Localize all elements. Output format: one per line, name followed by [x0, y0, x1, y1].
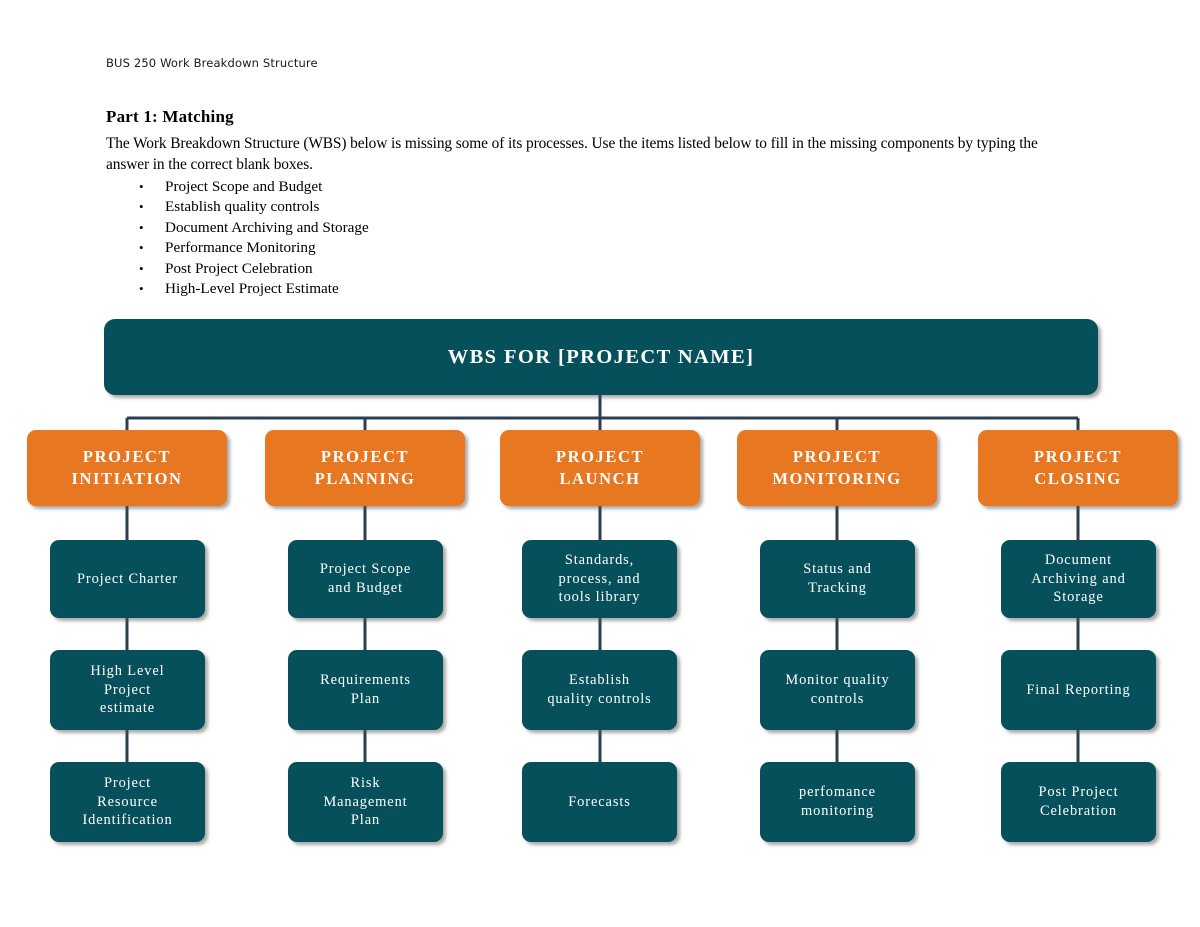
task-label-line: Standards,: [564, 552, 635, 569]
task-node[interactable]: Project Scope and Budget: [288, 540, 443, 618]
intro-paragraph: The Work Breakdown Structure (WBS) below…: [106, 135, 1038, 173]
task-label-line: Plan: [350, 691, 381, 707]
bullet-icon: •: [139, 240, 144, 256]
task-label-line: Post Project: [1038, 784, 1119, 801]
phase-label-line: INITIATION: [71, 469, 183, 488]
wbs-title-node[interactable]: WBS FOR [PROJECT NAME]: [104, 319, 1098, 395]
task-label-line: Project Charter: [76, 570, 178, 587]
bullet-icon: •: [139, 260, 144, 276]
phase-label-line: CLOSING: [1034, 469, 1122, 488]
task-label-line: Resource: [97, 793, 158, 810]
task-label-line: controls: [810, 691, 865, 707]
bullet-icon: •: [139, 219, 144, 235]
task-node[interactable]: Risk Management Plan: [288, 762, 443, 842]
task-label-line: monitoring: [801, 803, 874, 819]
task-node[interactable]: Status and Tracking: [760, 540, 915, 618]
task-label-line: Establish: [569, 672, 630, 689]
task-label-line: estimate: [99, 700, 156, 717]
task-node[interactable]: Final Reporting: [1001, 650, 1156, 730]
phase-node-project-closing[interactable]: PROJECT CLOSING: [978, 430, 1178, 506]
task-label-line: Final Reporting: [1026, 681, 1131, 698]
task-label-line: tools library: [558, 589, 641, 606]
phase-label-line: MONITORING: [772, 469, 902, 488]
task-label-line: Status and: [803, 561, 872, 578]
task-label-line: Storage: [1053, 589, 1104, 606]
task-label-line: Archiving and: [1031, 570, 1126, 587]
task-label-line: Project: [103, 681, 152, 698]
list-item: • Performance Monitoring: [131, 238, 369, 258]
list-item-label: Document Archiving and Storage: [165, 218, 369, 236]
list-item: • Establish quality controls: [131, 197, 369, 217]
phase-node-project-initiation[interactable]: PROJECT INITIATION: [27, 430, 227, 506]
task-label-line: Monitor quality: [785, 672, 890, 689]
task-label-line: Risk: [350, 775, 381, 792]
list-item-label: Establish quality controls: [165, 198, 320, 216]
bullet-icon: •: [139, 281, 144, 297]
task-label-line: Project Scope: [319, 561, 412, 578]
phase-node-project-monitoring[interactable]: PROJECT MONITORING: [737, 430, 937, 506]
phase-node-project-launch[interactable]: PROJECT LAUNCH: [500, 430, 700, 506]
task-label-line: perfomance: [799, 784, 876, 801]
task-label-line: Tracking: [808, 580, 867, 596]
task-node[interactable]: Project Resource Identification: [50, 762, 205, 842]
task-label-line: Project: [103, 775, 152, 792]
task-label-line: Celebration: [1039, 803, 1118, 819]
task-node[interactable]: High Level Project estimate: [50, 650, 205, 730]
phase-label-line: PROJECT: [82, 447, 172, 466]
task-label-line: process, and: [558, 570, 641, 587]
matching-items-list: • Project Scope and Budget • Establish qua…: [131, 177, 369, 299]
bullet-icon: •: [139, 199, 144, 215]
task-node[interactable]: Post Project Celebration: [1001, 762, 1156, 842]
task-node[interactable]: Establish quality controls: [522, 650, 677, 730]
task-label-line: quality controls: [547, 691, 652, 707]
task-node[interactable]: Project Charter: [50, 540, 205, 618]
task-node[interactable]: Forecasts: [522, 762, 677, 842]
list-item: • Document Archiving and Storage: [131, 218, 369, 238]
task-node[interactable]: Requirements Plan: [288, 650, 443, 730]
page-title: Part 1: Matching: [106, 107, 234, 126]
list-item: • Post Project Celebration: [131, 259, 369, 279]
phase-label-line: LAUNCH: [559, 469, 641, 488]
phase-label-line: PLANNING: [314, 469, 416, 488]
task-node[interactable]: perfomance monitoring: [760, 762, 915, 842]
list-item-label: Performance Monitoring: [165, 239, 316, 257]
list-item-label: Project Scope and Budget: [165, 178, 323, 195]
task-label-line: Document: [1044, 552, 1113, 569]
task-label-line: Identification: [82, 812, 173, 829]
phase-label-line: PROJECT: [320, 447, 410, 466]
list-item-label: High-Level Project Estimate: [165, 280, 339, 298]
phase-node-project-planning[interactable]: PROJECT PLANNING: [265, 430, 465, 506]
task-label-line: Plan: [350, 812, 381, 829]
task-node[interactable]: Standards, process, and tools library: [522, 540, 677, 618]
list-item: • Project Scope and Budget: [131, 177, 369, 197]
task-node[interactable]: Monitor quality controls: [760, 650, 915, 730]
task-label-line: Forecasts: [568, 793, 631, 810]
bullet-icon: •: [139, 179, 144, 194]
list-item-label: Post Project Celebration: [165, 259, 313, 277]
task-label-line: and Budget: [328, 580, 403, 596]
task-label-line: Management: [323, 793, 408, 810]
phase-label-line: PROJECT: [792, 447, 882, 466]
document-header: BUS 250 Work Breakdown Structure: [106, 56, 318, 70]
phase-label-line: PROJECT: [555, 447, 645, 466]
task-label-line: High Level: [90, 663, 165, 680]
list-item: • High-Level Project Estimate: [131, 279, 369, 299]
phase-label-line: PROJECT: [1033, 447, 1123, 466]
task-label-line: Requirements: [320, 672, 411, 689]
task-node[interactable]: Document Archiving and Storage: [1001, 540, 1156, 618]
